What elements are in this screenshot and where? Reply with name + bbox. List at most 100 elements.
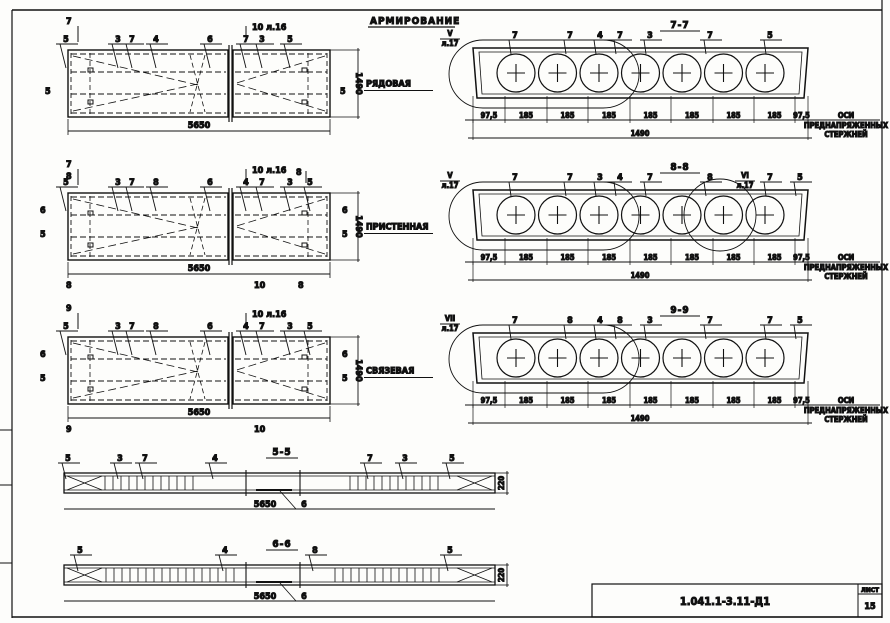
callout-number: 7	[512, 316, 518, 326]
callout-number: 5	[449, 454, 455, 464]
detail-ref: VI	[741, 171, 749, 180]
dimension-value: 185	[726, 111, 740, 120]
callout-number: 6	[207, 322, 213, 332]
callout-number: 7	[142, 454, 148, 464]
void-circle	[620, 53, 661, 93]
dimension-value: 97,5	[481, 111, 498, 120]
section-outline	[472, 332, 809, 384]
plan-type-name: РЯДОВАЯ	[366, 80, 411, 90]
callout-leader	[61, 462, 67, 480]
section-ref: 8	[296, 168, 302, 178]
void-circle	[745, 338, 785, 378]
section-ref: 6	[342, 350, 348, 360]
callout-leader	[149, 186, 157, 212]
length-dimension: 5650	[254, 500, 277, 510]
callout-number: 3	[259, 35, 265, 45]
detail-ref: VII	[445, 314, 455, 323]
callout-leader	[283, 43, 291, 69]
callout-number: 6	[207, 35, 213, 45]
detail-callout-circle	[683, 178, 757, 252]
callout-leader	[793, 324, 797, 340]
detail-callout-oval	[448, 181, 640, 251]
embedded-plate	[301, 242, 308, 248]
embedded-plate	[301, 386, 308, 392]
callout-leader	[283, 186, 291, 212]
section-ref: 5	[342, 374, 348, 384]
callout-number: 7	[129, 178, 135, 188]
callout-leader	[613, 39, 617, 55]
embedded-plate	[301, 354, 308, 360]
callout-number: 7	[129, 35, 135, 45]
section-ref: 10 л.16	[252, 166, 287, 176]
plan-type-name: ПРИСТЕННАЯ	[366, 223, 429, 233]
callout-number: 8	[617, 316, 623, 326]
callout-leader	[73, 554, 79, 572]
callout-leader	[398, 462, 404, 480]
height-dimension: 1490	[353, 72, 363, 95]
callout-leader	[125, 330, 133, 356]
callout-number: 3	[647, 316, 653, 326]
section-ref: 6	[40, 350, 46, 360]
void-circle	[662, 53, 702, 93]
section-ref: 5	[45, 87, 51, 97]
strand-diagonal	[234, 370, 326, 399]
void-circle	[703, 195, 744, 235]
section-outline	[472, 189, 809, 241]
strand-diagonal	[189, 197, 206, 256]
dimension-value: 185	[685, 253, 699, 262]
dimension-value: 185	[519, 111, 533, 120]
callout-leader	[279, 490, 297, 510]
dimension-value: 185	[767, 396, 781, 405]
dimension-value: 185	[643, 111, 657, 120]
callout-leader	[149, 43, 157, 69]
callout-leader	[149, 330, 157, 356]
callout-leader	[593, 324, 597, 340]
callout-number: 3	[117, 454, 123, 464]
callout-leader	[508, 324, 512, 340]
x-brace	[456, 475, 493, 491]
embedded-plate	[87, 386, 94, 392]
axis-note: ОСИ	[838, 396, 855, 405]
callout-leader	[363, 462, 369, 480]
section-outline	[472, 47, 809, 99]
embedded-plate	[301, 210, 308, 216]
callout-number: 8	[707, 173, 713, 183]
callout-leader	[763, 39, 767, 55]
callout-number: 3	[115, 35, 121, 45]
void-circle	[579, 195, 619, 235]
callout-leader	[593, 39, 597, 55]
callout-number: 5	[307, 322, 313, 332]
callout-leader	[793, 181, 797, 197]
elevation-title: 5-5	[272, 447, 291, 458]
embedded-plate	[87, 354, 94, 360]
callout-number: 8	[153, 178, 159, 188]
strand-diagonal	[189, 197, 206, 256]
embedded-plate	[87, 99, 94, 105]
dimension-value: 185	[602, 253, 616, 262]
plan-outline-right	[232, 49, 331, 118]
section-ref: 8	[66, 172, 72, 182]
dimension-value: 185	[726, 396, 740, 405]
section-ref: 9	[66, 425, 72, 435]
title-block: 1.041.1-3.11-Д1 ЛИСТ 15	[591, 583, 883, 618]
void-circle	[496, 195, 536, 235]
callout-leader	[59, 186, 67, 212]
axis-note: ОСИ	[838, 111, 855, 120]
dimension-value: 185	[519, 253, 533, 262]
embedded-plate	[87, 210, 94, 216]
strand-diagonal	[72, 342, 201, 373]
void-circle	[662, 338, 702, 378]
callout-leader	[643, 39, 647, 55]
drawing-code: 1.041.1-3.11-Д1	[680, 595, 770, 608]
callout-number: 4	[222, 546, 228, 556]
dimension-value: 97,5	[481, 253, 498, 262]
